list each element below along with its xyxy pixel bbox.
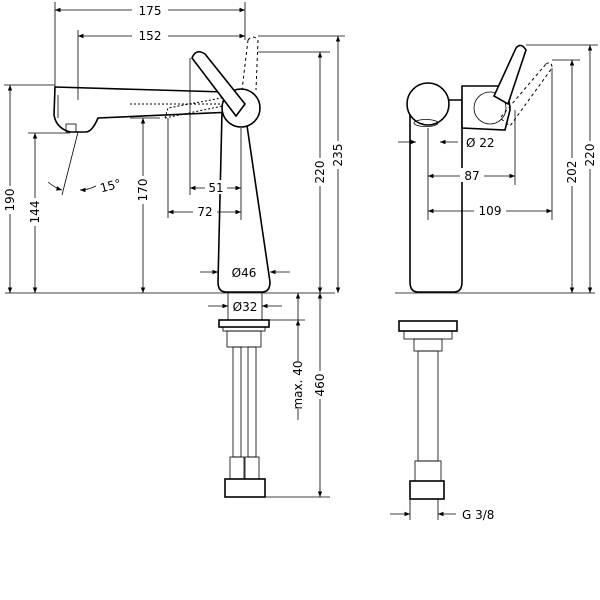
faucet-body <box>217 111 271 293</box>
dim-dia22-label: Ø 22 <box>466 136 495 150</box>
dim-175-label: 175 <box>139 4 162 18</box>
lever-upright-dashed <box>241 36 259 91</box>
dim-thread-label: G 3/8 <box>462 508 494 522</box>
dim-dia32-label: Ø32 <box>233 300 258 314</box>
dim-220-front-label: 220 <box>313 161 327 184</box>
front-view: 175 152 220 235 190 144 <box>2 2 345 498</box>
dim-220-side-label: 220 <box>583 144 597 167</box>
side-mount-nut <box>413 338 443 352</box>
lever-arm <box>191 50 247 118</box>
lever-alt-dashed <box>164 95 233 119</box>
dim-152-label: 152 <box>139 29 162 43</box>
aerator <box>65 123 77 133</box>
side-hose-fitting <box>414 460 442 482</box>
dim-460-label: 460 <box>313 374 327 397</box>
dim-dia46-label: Ø46 <box>232 266 257 280</box>
side-mount-washer <box>398 320 458 332</box>
dim-144-label: 144 <box>28 201 42 224</box>
side-hose-connector <box>409 480 445 500</box>
dim-max40-label: max. 40 <box>291 360 305 409</box>
side-spout-head <box>406 82 450 126</box>
dim-109-label: 109 <box>479 204 502 218</box>
side-mount-washer-lower <box>403 330 453 340</box>
supply-hose-left <box>232 346 242 458</box>
dim-202-label: 202 <box>565 161 579 184</box>
dim-190-label: 190 <box>3 189 17 212</box>
dim-235-label: 235 <box>331 144 345 167</box>
hose-connector <box>224 478 266 498</box>
faucet-spout <box>53 86 234 133</box>
angle-15-ref-line <box>61 131 79 196</box>
mount-nut <box>226 330 262 348</box>
hose-fitting-left <box>229 456 245 480</box>
side-lever-arm <box>492 44 527 106</box>
hose-fitting-right <box>244 456 260 480</box>
supply-hose-right <box>247 346 257 458</box>
side-lever-hub <box>473 91 507 125</box>
side-lever-alt-dashed <box>499 62 553 127</box>
dim-51-label: 51 <box>208 181 223 195</box>
side-supply-hose <box>417 350 439 462</box>
side-aerator <box>413 119 439 127</box>
mount-washer <box>218 319 270 328</box>
dim-170-label: 170 <box>136 179 150 202</box>
side-faucet-body <box>409 99 463 293</box>
dim-87-label: 87 <box>464 169 479 183</box>
dim-72-label: 72 <box>197 205 212 219</box>
side-view: Ø 22 87 109 202 220 G 3/8 <box>390 44 598 522</box>
dim-15deg-label: 15° <box>99 176 123 195</box>
